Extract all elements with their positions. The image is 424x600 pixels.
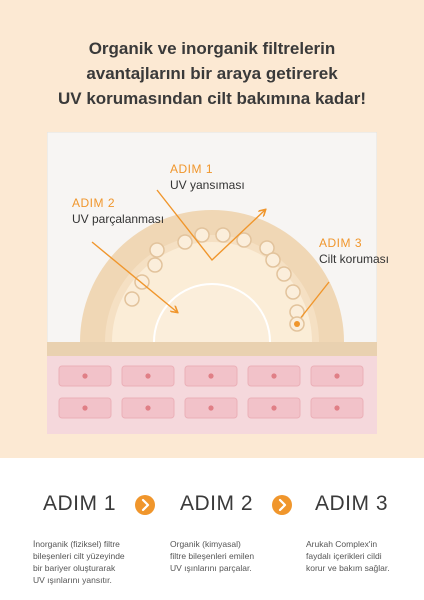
diagram-step-3-title: ADIM 3 — [319, 236, 363, 250]
chevron-right-icon — [135, 495, 155, 515]
step-1-line: bir bariyer oluşturarak — [33, 563, 116, 573]
diagram-step-1-desc: UV yansıması — [170, 178, 245, 192]
uv-breakdown-ray — [91, 241, 177, 312]
step-2-title: ADIM 2 — [180, 492, 254, 515]
headline-line-3: UV korumasından cilt bakımına kadar! — [58, 89, 366, 108]
skin-surface — [47, 342, 377, 356]
chevron-right-icon — [272, 495, 292, 515]
step-2-line: Organik (kimyasal) — [170, 539, 241, 549]
step-1-title: ADIM 1 — [43, 492, 117, 515]
cilt-protection-ray — [298, 281, 330, 321]
step-1-line: bileşenleri cilt yüzeyinde — [33, 551, 125, 561]
headline-line-1: Organik ve inorganik filtrelerin — [88, 39, 336, 58]
uv-protection-diagram: ADIM 1 UV yansıması ADIM 2 UV parçalanma… — [46, 131, 389, 474]
diagram-step-3-desc: Cilt koruması — [319, 252, 390, 266]
mineral-particles — [124, 227, 305, 320]
protected-particle — [289, 316, 305, 332]
diagram-step-2-title: ADIM 2 — [72, 196, 116, 210]
headline: Organik ve inorganik filtrelerin avantaj… — [0, 36, 424, 111]
step-1-line: İnorganik (fiziksel) filtre — [33, 539, 120, 549]
diagram-step-3-label: ADIM 3 Cilt koruması — [319, 236, 389, 266]
headline-line-2: avantajlarını bir araya getirerek — [86, 64, 338, 83]
step-2-line: filtre bileşenleri emilen — [170, 551, 255, 561]
diagram-step-1-title: ADIM 1 — [170, 162, 214, 176]
diagram-step-1-label: ADIM 1 UV yansıması — [170, 162, 245, 192]
steps-section: ADIM 1 ADIM 2 ADIM 3 İnorganik (fiziksel… — [0, 458, 424, 600]
diagram-step-2-desc: UV parçalanması — [72, 212, 165, 226]
step-3-line: faydalı içerikleri cildi — [306, 551, 382, 561]
step-3-description: Arukah Complex'in faydalı içerikleri cil… — [306, 538, 416, 574]
diagram-step-2-label: ADIM 2 UV parçalanması — [72, 196, 164, 226]
step-1-description: İnorganik (fiziksel) filtre bileşenleri … — [33, 538, 153, 586]
diagram-illustration — [46, 131, 378, 474]
uv-reflection-ray — [156, 189, 265, 262]
step-1-line: UV ışınlarını yansıtır. — [33, 575, 112, 585]
uv-rays — [91, 189, 330, 321]
cell-nuclei — [82, 373, 340, 411]
step-3-line: Arukah Complex'in — [306, 539, 378, 549]
step-2-description: Organik (kimyasal) filtre bileşenleri em… — [170, 538, 290, 574]
step-3-line: korur ve bakım sağlar. — [306, 563, 390, 573]
hero-section: Organik ve inorganik filtrelerin avantaj… — [0, 0, 424, 474]
step-3-title: ADIM 3 — [315, 492, 389, 515]
step-2-line: UV ışınlarını parçalar. — [170, 563, 252, 573]
